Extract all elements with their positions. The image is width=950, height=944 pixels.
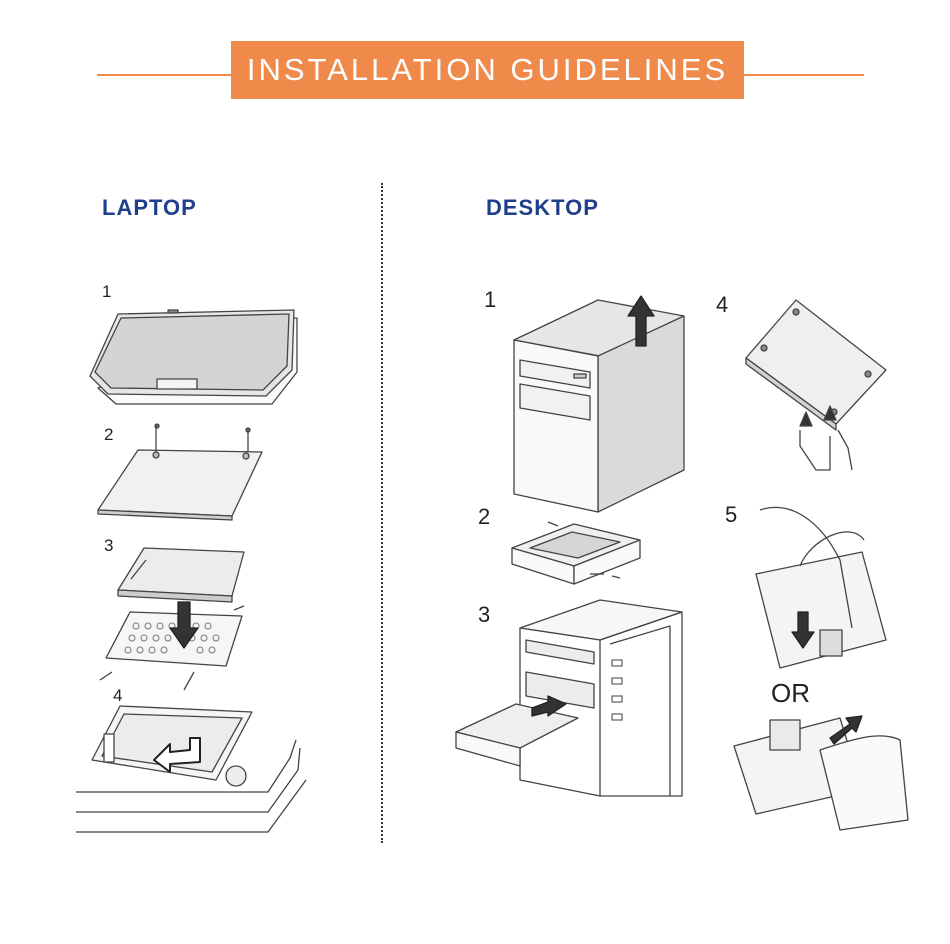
desktop-tower-insert-illustration xyxy=(455,599,683,797)
desktop-step-4-number: 4 xyxy=(716,292,729,317)
or-label: OR xyxy=(771,678,810,708)
laptop-step-4-number: 4 xyxy=(113,686,123,705)
laptop-cover-illustration xyxy=(97,423,263,521)
laptop-closed-illustration xyxy=(89,309,298,405)
desktop-sata-connect-illustration xyxy=(745,299,887,471)
desktop-motherboard-plug-illustration xyxy=(733,506,909,831)
desktop-step-2-number: 2 xyxy=(478,504,491,529)
laptop-heading: LAPTOP xyxy=(102,195,197,220)
laptop-step-3-number: 3 xyxy=(104,536,114,555)
desktop-bracket-illustration xyxy=(511,521,641,585)
header-rule-left xyxy=(97,74,231,76)
desktop-heading: DESKTOP xyxy=(486,195,599,220)
desktop-step-3-number: 3 xyxy=(478,602,491,627)
laptop-step-2-number: 2 xyxy=(104,425,114,444)
header-rule-right xyxy=(744,74,864,76)
laptop-step-1-number: 1 xyxy=(102,282,112,301)
laptop-bay-illustration xyxy=(76,705,307,833)
desktop-tower-open-illustration xyxy=(513,295,685,513)
desktop-step-1-number: 1 xyxy=(484,287,497,312)
page-title-banner: INSTALLATION GUIDELINES xyxy=(231,41,744,99)
laptop-ssd-cage-illustration xyxy=(99,547,245,691)
section-divider xyxy=(381,183,383,843)
desktop-step-5-number: 5 xyxy=(725,502,738,527)
